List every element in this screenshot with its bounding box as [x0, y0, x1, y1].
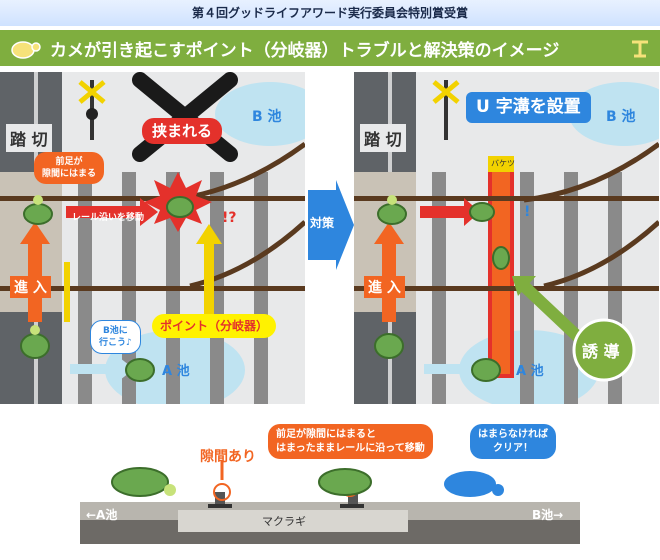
turtle-icon-bottom-2 [318, 468, 372, 496]
turtle-icon-right-1 [377, 195, 407, 225]
pond-b-label: B 池 [252, 109, 282, 125]
u-ditch-label: U 字溝を設置 [466, 92, 591, 123]
turtle-icon-left-3 [20, 325, 50, 359]
left-scene [0, 72, 305, 404]
clear-desc-bubble: はまらなければ クリア！ [470, 424, 556, 459]
turtle-icon-bottom-1 [111, 467, 176, 497]
gap-label: 隙間あり [200, 449, 256, 465]
caught-desc-bubble: 前足が隙間にはまると はまったままレールに沿って移動 [268, 424, 433, 459]
right-scene [354, 72, 659, 404]
left-panel: 踏 切 B 池 挟まれる 前足が 隙間にはまる レール沿いを移動 !? 進 入 … [0, 72, 305, 404]
turtle-icon-right-4 [374, 333, 404, 359]
title-bar: カメが引き起こすポイント（分岐器）トラブルと解決策のイメージ [0, 30, 660, 66]
turtle-icon-right-3 [492, 246, 510, 270]
front-legs-label: 前足が 隙間にはまる [34, 152, 105, 185]
turtle-icon-bottom-3 [444, 471, 504, 497]
award-banner [0, 0, 660, 26]
guide-label: 誘 導 [582, 342, 620, 361]
go-b-bubble: B池に 行こう♪ [90, 320, 141, 355]
award-text: 第４回グッドライフアワード実行委員会特別賞受賞 [191, 6, 468, 20]
turtle-icon-left-1 [23, 195, 53, 225]
exclaim-left: !? [222, 210, 237, 226]
countermeasure-label: 対策 [310, 216, 335, 230]
left-pond-direction: ←A池 [86, 508, 118, 522]
turtle-icon-left-4 [125, 358, 155, 382]
move-along-label: レール沿いを移動 [72, 213, 145, 223]
turtle-icon-left-2 [166, 196, 194, 218]
crossing-label: 踏 切 [6, 124, 52, 152]
caught-label: 挟まれる [142, 118, 223, 145]
sleeper-label: マクラギ [262, 515, 306, 528]
cross-section [80, 460, 580, 544]
right-panel: 踏 切 B 池 U 字溝を設置 バケツ ! 進 入 誘 導 A 池 [354, 72, 659, 404]
turtle-icon [11, 41, 41, 59]
crossing-label-right: 踏 切 [360, 124, 406, 152]
point-label: ポイント（分岐器） [152, 314, 277, 339]
countermeasure-arrow [308, 180, 354, 270]
pond-a-label-right: A 池 [516, 364, 544, 379]
rail-icon [632, 40, 648, 58]
entry-label-left: 進 入 [10, 276, 51, 298]
pond-a-label-left: A 池 [162, 364, 190, 379]
exclaim-right: ! [524, 204, 531, 220]
right-pond-direction: B池→ [532, 508, 564, 522]
turtle-icon-right-2 [469, 202, 495, 222]
turtle-icon-right-5 [471, 358, 501, 382]
pond-b-label-right: B 池 [606, 109, 636, 125]
page-title: カメが引き起こすポイント（分岐器）トラブルと解決策のイメージ [50, 41, 560, 61]
entry-label-right: 進 入 [364, 276, 405, 298]
bucket-tag: バケツ [491, 159, 515, 168]
